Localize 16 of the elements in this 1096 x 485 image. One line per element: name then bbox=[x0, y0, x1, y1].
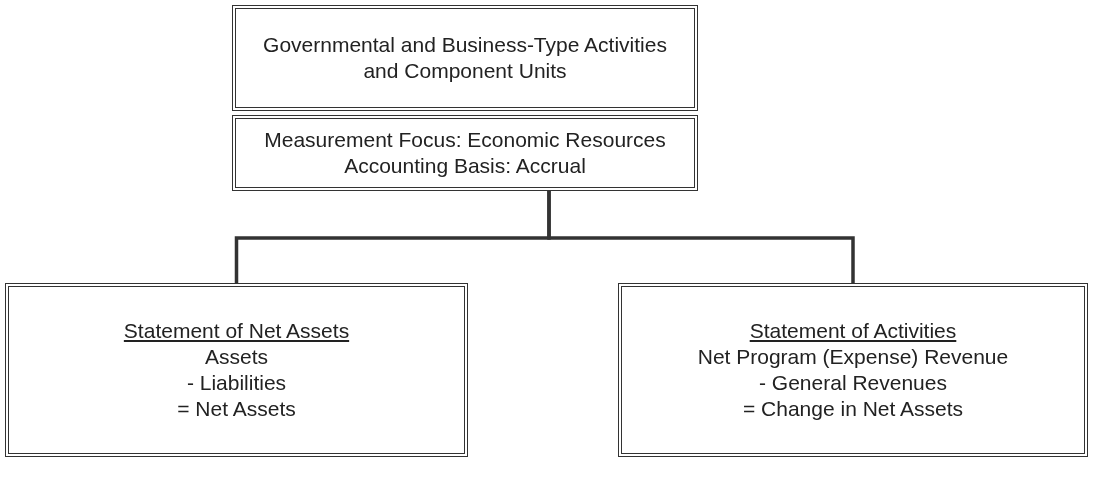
text-box bbox=[618, 283, 1088, 457]
box-text: - Liabilities bbox=[186, 370, 287, 396]
text-box bbox=[232, 115, 698, 191]
box-text: - General Revenues bbox=[759, 370, 947, 396]
box-text: Governmental and Business-Type Activities and Component Units bbox=[262, 31, 668, 84]
box-text: = Change in Net Assets bbox=[742, 396, 964, 423]
box-text: Net Program (Expense) Revenue bbox=[697, 343, 1009, 370]
text-box bbox=[232, 5, 698, 111]
box-text: = Net Assets bbox=[177, 396, 296, 423]
connector-line bbox=[547, 191, 855, 283]
box-text: Assets bbox=[205, 343, 268, 370]
section-heading: Statement of Net Assets bbox=[123, 317, 350, 344]
section-heading: Statement of Activities bbox=[749, 317, 957, 344]
box-text: Accounting Basis: Accrual bbox=[344, 153, 586, 179]
text-box bbox=[5, 283, 468, 457]
box-text: Measurement Focus: Economic Resources bbox=[264, 126, 666, 153]
